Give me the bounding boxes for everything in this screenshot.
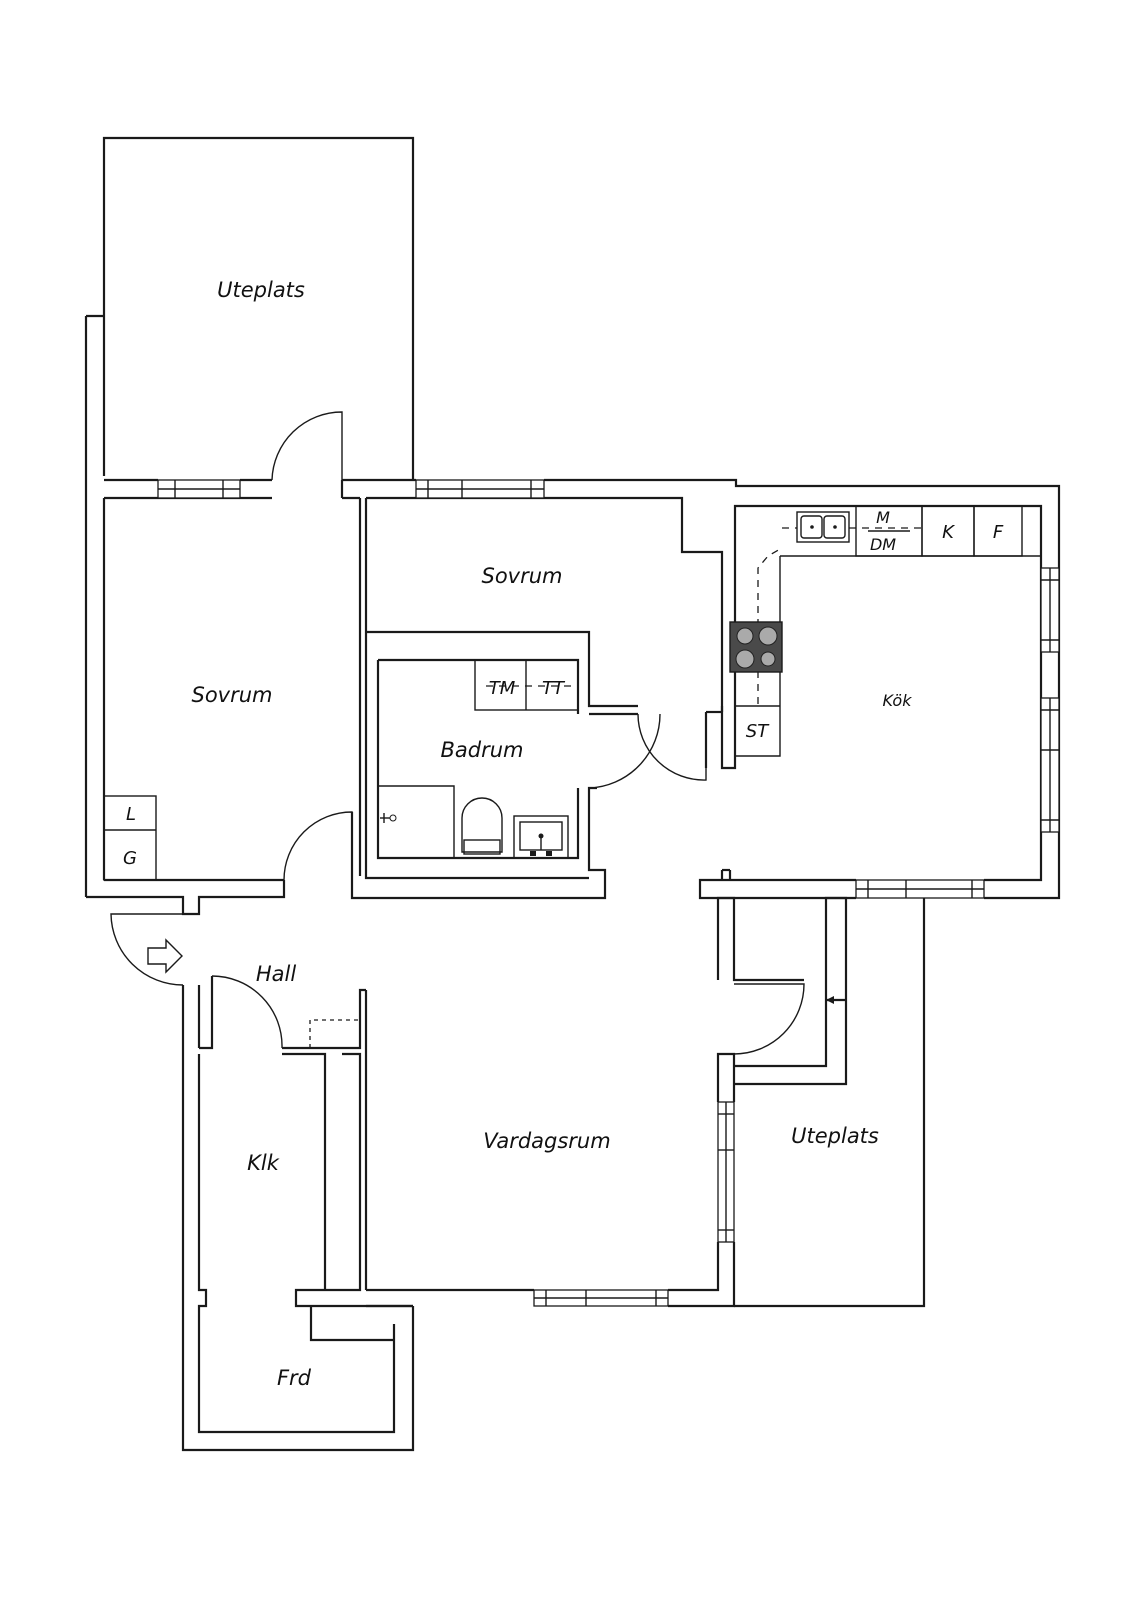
exterior-walls — [84, 314, 1061, 916]
label-fridge: K — [942, 522, 955, 543]
label-vardagsrum: Vardagsrum — [483, 1129, 610, 1153]
label-sovrum-left: Sovrum — [191, 683, 272, 707]
label-sovrum-mid: Sovrum — [481, 564, 562, 588]
label-dryer: TT — [542, 678, 566, 699]
label-wardrobe: G — [123, 848, 137, 869]
label-hall: Hall — [256, 962, 296, 986]
kitchen-sink-icon — [796, 511, 850, 543]
stove-icon — [729, 621, 783, 673]
bathroom-fixtures — [378, 659, 579, 859]
entrance-arrow-icon — [147, 938, 183, 974]
toilet-icon — [461, 797, 503, 855]
room-labels: Uteplats Sovrum Sovrum Badrum Kök Hall K… — [123, 278, 1004, 1390]
label-microwave: M — [876, 508, 890, 527]
label-klk: Klk — [247, 1151, 280, 1175]
bedroom-cabinets — [103, 795, 157, 881]
label-washer: TM — [489, 678, 516, 699]
kitchen-fixtures — [729, 505, 1042, 757]
label-uteplats-right: Uteplats — [791, 1124, 879, 1148]
washbasin-icon — [513, 815, 569, 859]
label-kok: Kök — [883, 691, 913, 710]
label-uteplats-top: Uteplats — [217, 278, 305, 302]
label-badrum: Badrum — [440, 738, 523, 762]
label-linen: L — [126, 804, 136, 825]
label-stove-cabinet: ST — [746, 721, 770, 742]
label-dishwasher: DM — [870, 535, 896, 554]
label-freezer: F — [993, 522, 1004, 543]
windows — [157, 479, 1060, 1307]
patio-top — [102, 136, 415, 480]
label-frd: Frd — [277, 1366, 312, 1390]
doors — [110, 411, 846, 1055]
shower-head-icon — [380, 813, 397, 823]
